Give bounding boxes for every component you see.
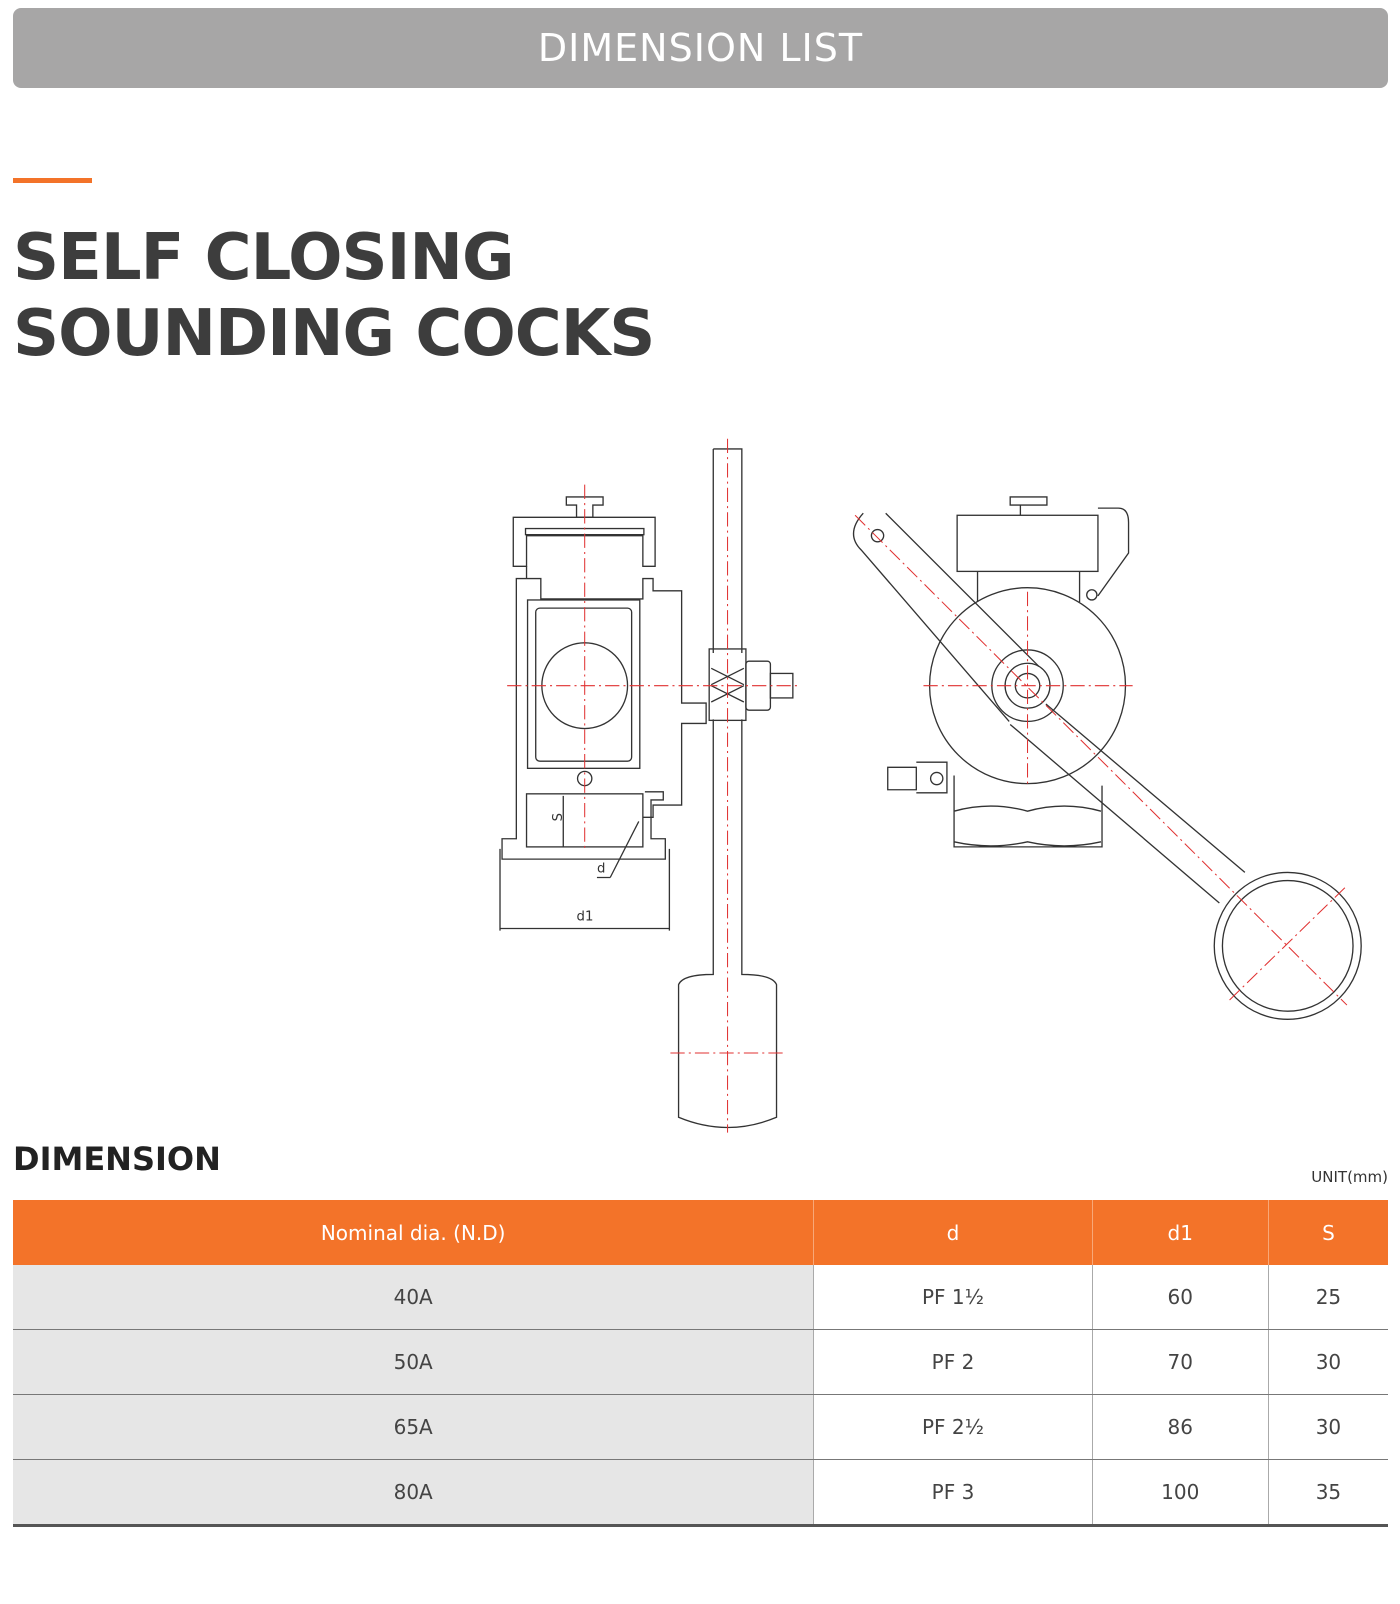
cell: 65A bbox=[13, 1394, 814, 1460]
table-header-row: Nominal dia. (N.D) d d1 S bbox=[13, 1200, 1388, 1265]
cell: 70 bbox=[1091, 1329, 1269, 1395]
table-row: 40A PF 1½ 60 25 bbox=[13, 1265, 1388, 1330]
cell: PF 3 bbox=[813, 1459, 1093, 1527]
accent-line bbox=[13, 178, 92, 183]
cell: PF 1½ bbox=[813, 1265, 1093, 1330]
table-row: 50A PF 2 70 30 bbox=[13, 1329, 1388, 1395]
table-row: 80A PF 3 100 35 bbox=[13, 1459, 1388, 1527]
page-header-bar: DIMENSION LIST bbox=[13, 8, 1388, 88]
cell: 25 bbox=[1267, 1265, 1388, 1330]
column-header: d1 bbox=[1091, 1200, 1269, 1265]
cell: 40A bbox=[13, 1265, 814, 1330]
cell: 30 bbox=[1267, 1329, 1388, 1395]
column-header: S bbox=[1267, 1200, 1388, 1265]
cell: PF 2½ bbox=[813, 1394, 1093, 1460]
label-d: d bbox=[597, 861, 605, 876]
column-header: d bbox=[813, 1200, 1093, 1265]
unit-label: UNIT(mm) bbox=[1311, 1168, 1388, 1186]
cell: 50A bbox=[13, 1329, 814, 1395]
page-header-title: DIMENSION LIST bbox=[537, 26, 864, 70]
table-row: 65A PF 2½ 86 30 bbox=[13, 1394, 1388, 1460]
label-d1: d1 bbox=[577, 909, 594, 924]
column-header: Nominal dia. (N.D) bbox=[13, 1200, 814, 1265]
label-s: S bbox=[551, 813, 566, 821]
title-line-1: SELF CLOSING bbox=[13, 221, 514, 295]
cell: 60 bbox=[1091, 1265, 1269, 1330]
dimension-heading: DIMENSION bbox=[13, 1140, 221, 1178]
cell: 80A bbox=[13, 1459, 814, 1527]
product-title: SELF CLOSING SOUNDING COCKS bbox=[13, 220, 655, 372]
title-line-2: SOUNDING COCKS bbox=[13, 297, 655, 371]
cell: 30 bbox=[1267, 1394, 1388, 1460]
cell: 100 bbox=[1091, 1459, 1269, 1527]
dimension-table: Nominal dia. (N.D) d d1 S 40A PF 1½ 60 2… bbox=[13, 1200, 1388, 1527]
cell: PF 2 bbox=[813, 1329, 1093, 1395]
cell: 86 bbox=[1091, 1394, 1269, 1460]
cell: 35 bbox=[1267, 1459, 1388, 1527]
